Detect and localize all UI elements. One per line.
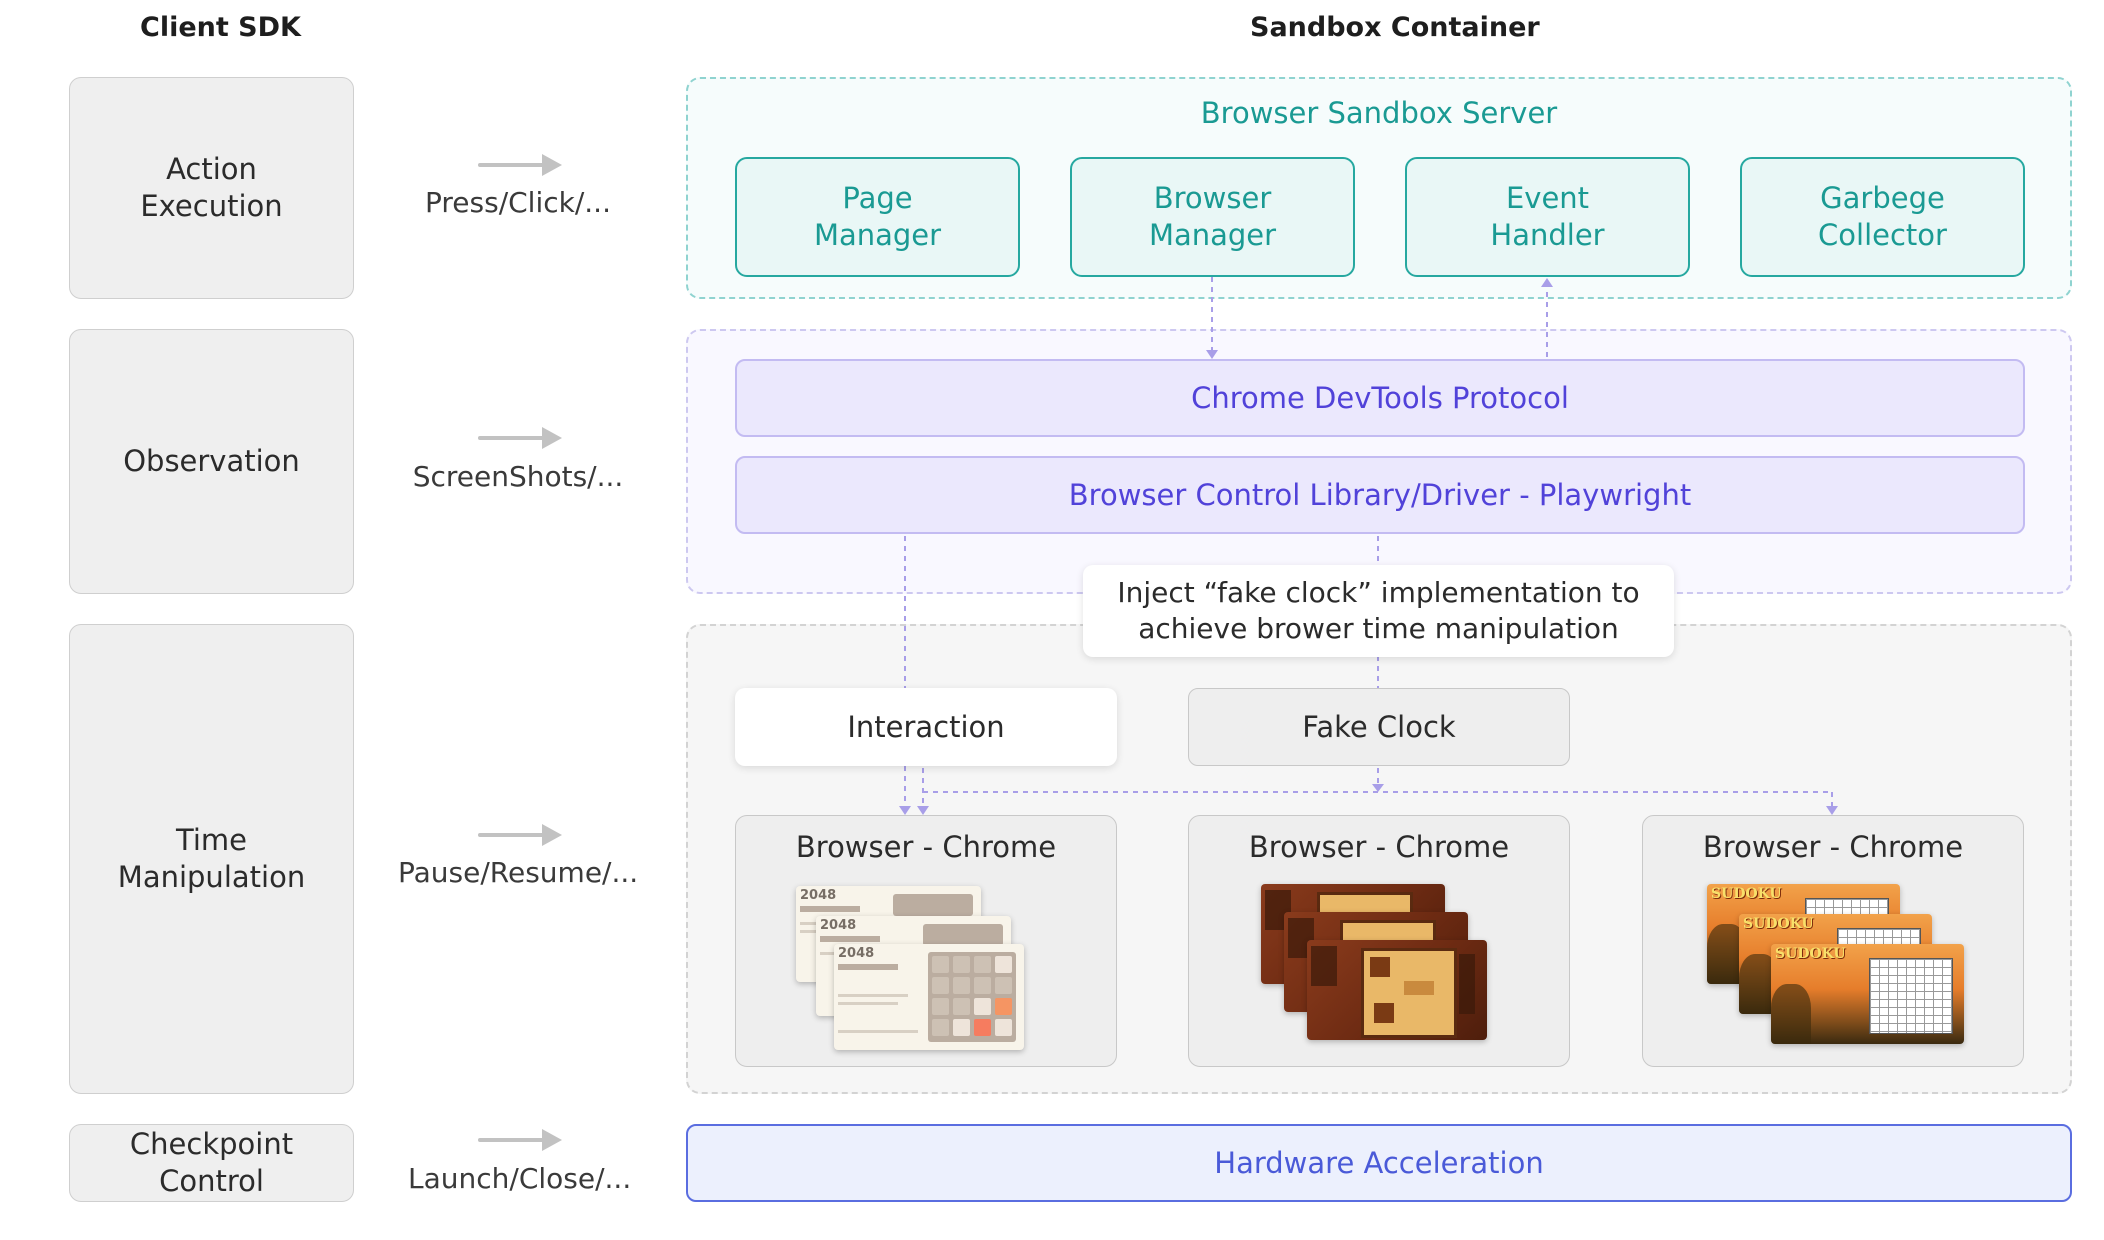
page-manager-label: Page Manager bbox=[813, 181, 942, 252]
event-handler-label: Event Handler bbox=[1490, 181, 1605, 252]
checkpoint-control-box: Checkpoint Control bbox=[69, 1124, 354, 1202]
fake-clock-injection-text: Inject “fake clock” implementation to ac… bbox=[1117, 576, 1640, 645]
screenshots-label: ScreenShots/... bbox=[412, 460, 624, 493]
garbage-collector-label: Garbege Collector bbox=[1818, 181, 1947, 252]
fake-clock-label: Fake Clock bbox=[1302, 710, 1456, 744]
wood-puzzle-screenshot bbox=[1307, 940, 1487, 1040]
fake-clock-injection-note: Inject “fake clock” implementation to ac… bbox=[1083, 565, 1674, 657]
launch-close-label: Launch/Close/... bbox=[408, 1162, 632, 1195]
game-2048-title: 2048 bbox=[838, 946, 875, 961]
hardware-acceleration-bar: Hardware Acceleration bbox=[686, 1124, 2072, 1202]
observation-label: Observation bbox=[123, 444, 300, 478]
playwright-label: Browser Control Library/Driver - Playwri… bbox=[1068, 478, 1692, 512]
event-handler-box: Event Handler bbox=[1405, 157, 1690, 277]
action-execution-box: Action Execution bbox=[69, 77, 354, 299]
game-2048-title: 2048 bbox=[800, 888, 837, 903]
browser-chrome-label: Browser - Chrome bbox=[795, 830, 1057, 864]
browser-manager-box: Browser Manager bbox=[1070, 157, 1355, 277]
chrome-devtools-protocol-label: Chrome DevTools Protocol bbox=[1191, 381, 1569, 415]
browser-manager-label: Browser Manager bbox=[1148, 181, 1277, 252]
sudoku-logo: SUDOKU bbox=[1743, 916, 1814, 932]
time-manipulation-label: Time Manipulation bbox=[117, 823, 306, 894]
browser-sandbox-server-title: Browser Sandbox Server bbox=[1200, 96, 1558, 130]
chrome-devtools-protocol-bar: Chrome DevTools Protocol bbox=[735, 359, 2025, 437]
browser-chrome-label: Browser - Chrome bbox=[1248, 830, 1510, 864]
sudoku-logo: SUDOKU bbox=[1775, 946, 1846, 962]
sudoku-screenshot: SUDOKU bbox=[1771, 944, 1964, 1044]
garbage-collector-box: Garbege Collector bbox=[1740, 157, 2025, 277]
game-2048-title: 2048 bbox=[820, 918, 857, 933]
arrow-icon bbox=[478, 1129, 562, 1151]
arrow-icon bbox=[478, 154, 562, 176]
time-manipulation-box: Time Manipulation bbox=[69, 624, 354, 1094]
hardware-acceleration-label: Hardware Acceleration bbox=[1214, 1146, 1544, 1180]
fake-clock-box: Fake Clock bbox=[1188, 688, 1570, 766]
sandbox-container-header: Sandbox Container bbox=[1250, 12, 1540, 43]
arrow-icon bbox=[478, 427, 562, 449]
action-execution-label: Action Execution bbox=[140, 152, 283, 223]
browser-chrome-box: Browser - Chrome bbox=[1188, 815, 1570, 1067]
observation-box: Observation bbox=[69, 329, 354, 594]
press-click-label: Press/Click/... bbox=[425, 186, 611, 219]
playwright-bar: Browser Control Library/Driver - Playwri… bbox=[735, 456, 2025, 534]
browser-chrome-label: Browser - Chrome bbox=[1702, 830, 1964, 864]
pause-resume-label: Pause/Resume/... bbox=[398, 856, 639, 889]
checkpoint-control-label: Checkpoint Control bbox=[129, 1127, 294, 1198]
browser-chrome-box: Browser - Chrome 2048 2048 2048 bbox=[735, 815, 1117, 1067]
browser-chrome-box: Browser - Chrome SUDOKU SUDOKU SUDOKU bbox=[1642, 815, 2024, 1067]
client-sdk-header: Client SDK bbox=[140, 12, 301, 43]
arrow-icon bbox=[478, 824, 562, 846]
game-2048-screenshot: 2048 bbox=[834, 944, 1024, 1050]
interaction-box: Interaction bbox=[735, 688, 1117, 766]
sudoku-logo: SUDOKU bbox=[1711, 886, 1782, 902]
interaction-label: Interaction bbox=[847, 710, 1005, 744]
page-manager-box: Page Manager bbox=[735, 157, 1020, 277]
